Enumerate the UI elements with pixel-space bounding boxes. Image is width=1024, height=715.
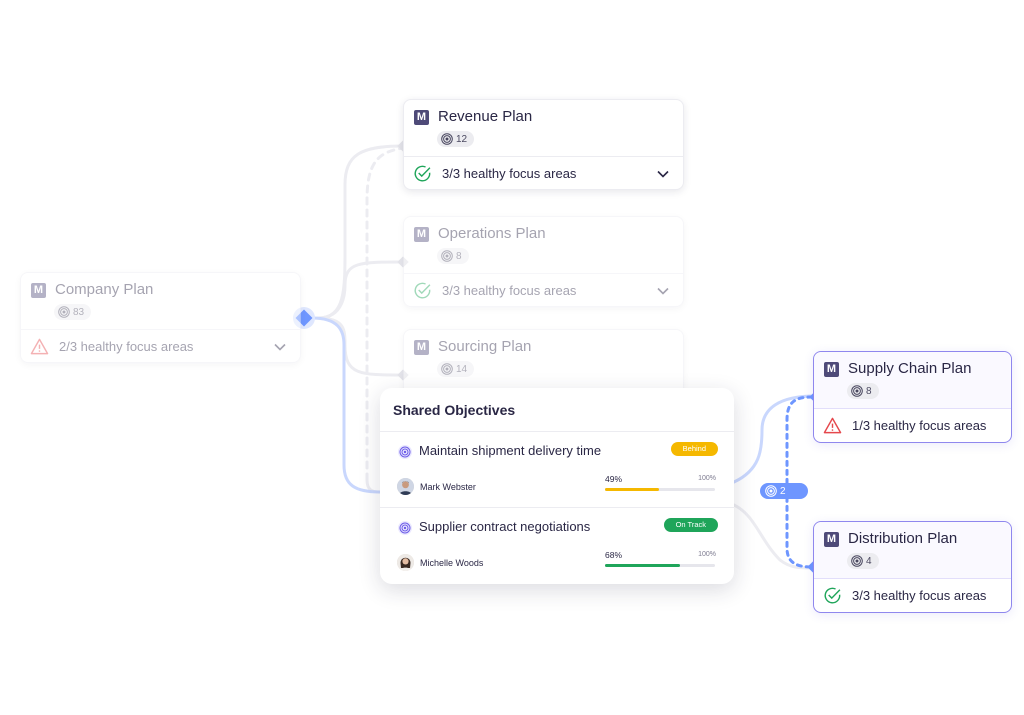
target-icon [441, 250, 453, 262]
shared-objective-count-badge[interactable]: 2 [760, 483, 808, 499]
plan-title[interactable]: Operations Plan [438, 225, 546, 242]
m-badge-icon: M [414, 340, 429, 355]
divider [380, 507, 734, 508]
status-badge: Behind [670, 442, 718, 456]
objective-count-chip: 4 [847, 553, 879, 569]
avatar [397, 478, 414, 495]
progress-value: 68% [605, 550, 623, 560]
objective-count: 83 [73, 306, 85, 318]
target-icon [851, 555, 863, 567]
warning-triangle-icon [30, 338, 49, 355]
m-badge-icon: M [414, 227, 429, 242]
plan-card-header: M Supply Chain Plan 8 [814, 352, 1011, 409]
health-status: 3/3 healthy focus areas [442, 166, 577, 181]
plan-card-header: M Revenue Plan 12 [404, 100, 683, 157]
m-badge-icon: M [824, 362, 839, 377]
objective-name[interactable]: Maintain shipment delivery time [419, 443, 602, 458]
progress-max: 100% [698, 475, 716, 482]
status-badge: On Track [663, 518, 718, 532]
warning-triangle-icon [823, 417, 842, 434]
avatar [397, 554, 414, 571]
progress-bar [605, 564, 715, 567]
objective-row[interactable]: Supplier contract negotiations On Track … [380, 508, 734, 582]
plan-card-footer[interactable]: 3/3 healthy focus areas [404, 274, 683, 308]
plan-card-footer[interactable]: 3/3 healthy focus areas [404, 157, 683, 191]
target-icon [398, 521, 412, 535]
plan-title[interactable]: Revenue Plan [438, 108, 533, 125]
plan-title[interactable]: Distribution Plan [848, 530, 958, 547]
plan-title[interactable]: Company Plan [55, 281, 154, 298]
plan-title[interactable]: Sourcing Plan [438, 338, 532, 355]
owner-name: Mark Webster [420, 482, 476, 492]
health-status: 3/3 healthy focus areas [852, 588, 987, 603]
divider [380, 431, 734, 432]
objective-count-chip: 8 [847, 383, 879, 399]
owner-name: Michelle Woods [420, 558, 484, 568]
objective-count-chip: 8 [437, 248, 469, 264]
target-icon [441, 133, 453, 145]
plan-title[interactable]: Supply Chain Plan [848, 360, 972, 377]
progress-bar-fill [605, 488, 659, 491]
plan-card-header: M Operations Plan 8 [404, 217, 683, 274]
progress-bar-fill [605, 564, 680, 567]
health-status: 3/3 healthy focus areas [442, 283, 577, 298]
objective-count-chip: 83 [54, 304, 92, 320]
distribution-plan-card[interactable]: M Distribution Plan 4 3/3 healthy focus … [813, 521, 1012, 613]
operations-plan-card[interactable]: M Operations Plan 8 3/3 healthy focus ar… [403, 216, 684, 307]
check-circle-icon [414, 282, 431, 299]
objective-row[interactable]: Maintain shipment delivery time Behind M… [380, 432, 734, 506]
sourcing-plan-card[interactable]: M Sourcing Plan 14 [403, 329, 684, 399]
m-badge-icon: M [414, 110, 429, 125]
objective-count: 8 [866, 385, 872, 397]
plan-card-footer[interactable]: 1/3 healthy focus areas [814, 409, 1011, 443]
m-badge-icon: M [824, 532, 839, 547]
progress-bar [605, 488, 715, 491]
panel-title: Shared Objectives [393, 402, 516, 418]
plan-card-header: M Company Plan 83 [21, 273, 300, 330]
progress-max: 100% [698, 551, 716, 558]
shared-objectives-panel: Shared Objectives Maintain shipment deli… [380, 388, 734, 584]
health-status: 2/3 healthy focus areas [59, 339, 194, 354]
health-status: 1/3 healthy focus areas [852, 418, 987, 433]
chevron-down-icon[interactable] [656, 167, 670, 181]
company-plan-card[interactable]: M Company Plan 83 2/3 healthy focus area… [20, 272, 301, 363]
plan-card-footer[interactable]: 3/3 healthy focus areas [814, 579, 1011, 613]
objective-name[interactable]: Supplier contract negotiations [419, 519, 591, 534]
shared-objective-count: 2 [780, 485, 786, 497]
objective-count: 8 [456, 250, 462, 262]
plan-card-header: M Distribution Plan 4 [814, 522, 1011, 579]
target-icon [765, 485, 777, 497]
target-icon [851, 385, 863, 397]
objective-count-chip: 12 [437, 131, 475, 147]
objective-count: 12 [456, 133, 468, 145]
supply-chain-plan-card[interactable]: M Supply Chain Plan 8 1/3 healthy focus … [813, 351, 1012, 443]
objective-count: 14 [456, 363, 468, 375]
plan-card-footer[interactable]: 2/3 healthy focus areas [21, 330, 300, 364]
progress-value: 49% [605, 474, 623, 484]
chevron-down-icon[interactable] [656, 284, 670, 298]
check-circle-icon [414, 165, 431, 182]
objective-count-chip: 14 [437, 361, 475, 377]
target-icon [58, 306, 70, 318]
check-circle-icon [824, 587, 841, 604]
chevron-down-icon[interactable] [273, 340, 287, 354]
target-icon [398, 445, 412, 459]
revenue-plan-card[interactable]: M Revenue Plan 12 3/3 healthy focus area… [403, 99, 684, 190]
objective-count: 4 [866, 555, 872, 567]
plan-card-header: M Sourcing Plan 14 [404, 330, 683, 386]
m-badge-icon: M [31, 283, 46, 298]
target-icon [441, 363, 453, 375]
